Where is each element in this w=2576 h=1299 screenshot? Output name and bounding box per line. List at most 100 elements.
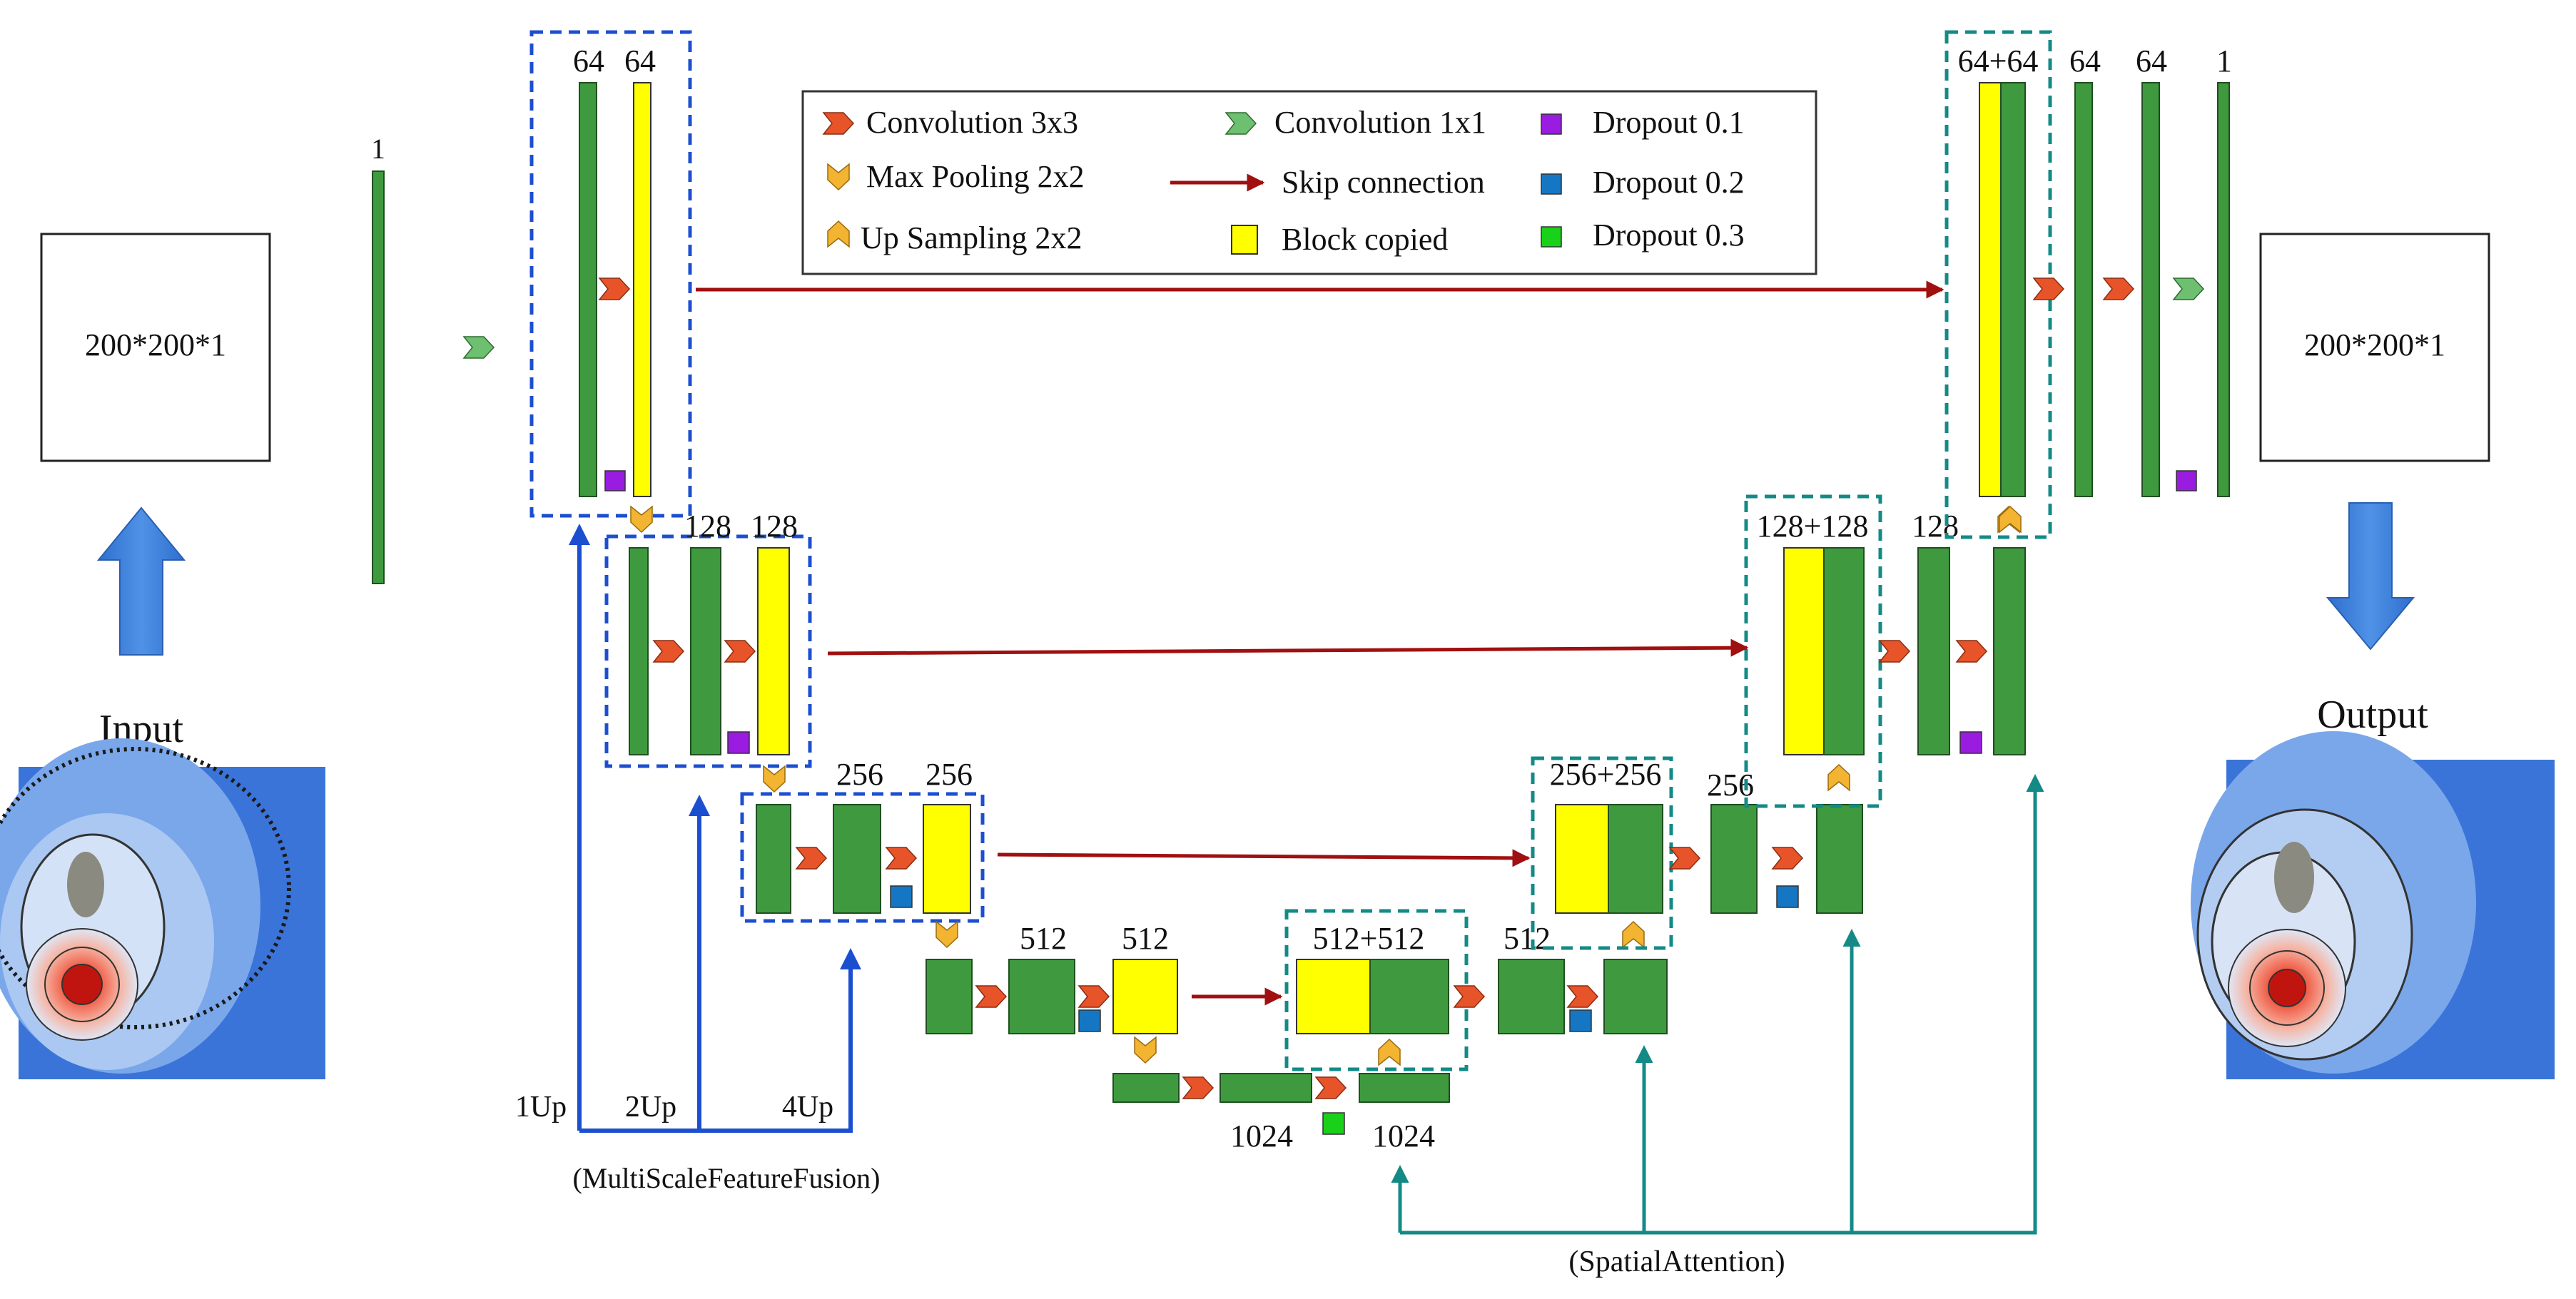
upsample-bot-icon	[1378, 1039, 1401, 1066]
conv3-enc1-icon	[599, 277, 630, 300]
conv3-enc3b-icon	[886, 847, 917, 870]
enc4-block-a	[926, 959, 973, 1034]
dropout2-enc4	[1078, 1009, 1101, 1032]
dec3-up-block	[1608, 804, 1663, 914]
dec4-block-c	[1603, 959, 1668, 1034]
dropout2-dec3	[1776, 885, 1799, 908]
dropout2-dec4	[1569, 1009, 1592, 1032]
input-size-label: 200*200*1	[85, 327, 226, 362]
conv3-dec3b-icon	[1772, 847, 1803, 870]
dec2-block-b	[1917, 547, 1950, 755]
conv3-enc4b-icon	[1078, 985, 1110, 1008]
conv3-enc4a-icon	[975, 985, 1007, 1008]
dropout1-enc1	[604, 470, 626, 491]
fusion-caption: (MultiScaleFeatureFusion)	[572, 1162, 880, 1194]
skip-connection-3	[997, 849, 1531, 867]
dec2-block-c	[1993, 547, 2026, 755]
output-size-box: 200*200*1	[2259, 233, 2490, 462]
dec4-up-block	[1369, 959, 1449, 1034]
legend-copied-label: Block copied	[1282, 222, 1448, 257]
legend-maxpool-label: Max Pooling 2x2	[866, 159, 1085, 194]
output-feature-block	[2217, 82, 2230, 497]
upsample-dec4-icon	[1622, 921, 1645, 948]
conv3-dec4a-icon	[1454, 985, 1485, 1008]
conv3-enc2a-icon	[653, 640, 684, 663]
channel-enc1a: 64	[573, 44, 604, 78]
fusion-2up-label: 2Up	[625, 1091, 676, 1124]
legend-dropout3-swatch	[1541, 226, 1562, 248]
channel-dec1b: 64	[2069, 44, 2101, 78]
maxpool-enc3-icon	[935, 921, 958, 948]
channel-enc3a: 256	[836, 757, 883, 792]
maxpool-enc4-icon	[1134, 1036, 1157, 1064]
channel-bot-b: 1024	[1372, 1119, 1435, 1153]
attention-caption: (SpatialAttention)	[1568, 1245, 1785, 1278]
legend-conv3-label: Convolution 3x3	[866, 105, 1078, 140]
channel-enc4b: 512	[1122, 921, 1169, 956]
legend-dropout3-label: Dropout 0.3	[1593, 218, 1745, 253]
dec3-block-c	[1816, 804, 1863, 914]
conv3-bot-a-icon	[1182, 1076, 1214, 1099]
maxpool-enc2-icon	[763, 765, 786, 793]
channel-bot-a: 1024	[1230, 1119, 1293, 1153]
enc1-frame	[529, 30, 692, 518]
enc3-block-a	[756, 804, 791, 914]
input-image	[0, 738, 325, 1079]
dec1-up-block	[2000, 82, 2026, 497]
output-down-arrow	[2326, 502, 2415, 651]
legend-copied-swatch	[1231, 225, 1258, 255]
enc2-block-b	[690, 547, 721, 755]
enc4-block-b	[1008, 959, 1075, 1034]
channel-enc1b: 64	[624, 44, 656, 78]
bottleneck-block-a	[1112, 1073, 1180, 1103]
bottleneck-block-c	[1359, 1073, 1450, 1103]
dec2-copied-block	[1783, 547, 1825, 755]
enc3-frame	[740, 792, 985, 923]
conv3-dec2b-icon	[1956, 640, 1987, 663]
spatial-attention-paths	[1391, 774, 2044, 1235]
dropout1-enc2	[727, 731, 750, 754]
conv3-enc2b-icon	[724, 640, 756, 663]
dropout3-bottleneck	[1322, 1112, 1345, 1135]
enc1-block-b	[633, 82, 651, 497]
upsample-dec1-icon	[1999, 506, 2022, 533]
legend-dropout1-swatch	[1541, 113, 1562, 135]
input-size-box: 200*200*1	[40, 233, 271, 462]
dec1-copied-block	[1979, 82, 2002, 497]
upsample-dec3-icon	[1827, 764, 1850, 791]
conv3-dec4b-icon	[1567, 985, 1598, 1008]
legend-conv1-label: Convolution 1x1	[1274, 105, 1486, 140]
dec3-block-b	[1710, 804, 1758, 914]
channel-dec1c: 64	[2136, 44, 2167, 78]
fusion-1up-label: 1Up	[515, 1091, 567, 1124]
channel-dec4b: 512	[1503, 921, 1551, 956]
legend-upsample-label: Up Sampling 2x2	[861, 220, 1082, 255]
conv3-enc3a-icon	[796, 847, 827, 870]
enc3-block-c	[923, 804, 971, 914]
conv3-bot-b-icon	[1315, 1076, 1347, 1099]
conv3-dec1b-icon	[2103, 277, 2134, 300]
legend-dropout2-label: Dropout 0.2	[1593, 165, 1745, 200]
dec1-block-b	[2074, 82, 2093, 497]
bottleneck-block-b	[1219, 1073, 1312, 1103]
channel-out: 1	[2216, 44, 2232, 78]
output-size-label: 200*200*1	[2304, 327, 2445, 362]
legend-dropout2-swatch	[1541, 173, 1562, 195]
enc4-block-c	[1112, 959, 1178, 1034]
channel-enc2b: 128	[751, 509, 798, 544]
dropout1-dec1	[2176, 470, 2197, 491]
fusion-4up-label: 4Up	[782, 1091, 833, 1124]
legend-skip-label: Skip connection	[1282, 165, 1485, 200]
conv3-dec2a-icon	[1879, 640, 1910, 663]
conv1x1-output-icon	[2173, 277, 2204, 300]
legend-dropout1-label: Dropout 0.1	[1593, 105, 1745, 140]
dec4-block-b	[1498, 959, 1565, 1034]
channel-dec1: 64+64	[1958, 44, 2039, 78]
output-image	[2191, 731, 2555, 1079]
dec1-block-c	[2141, 82, 2160, 497]
dec4-frame	[1284, 909, 1469, 1071]
dec4-copied-block	[1296, 959, 1371, 1034]
skip-connection-2	[827, 638, 1749, 657]
legend: Convolution 3x3 Max Pooling 2x2 Up Sampl…	[801, 90, 1817, 275]
